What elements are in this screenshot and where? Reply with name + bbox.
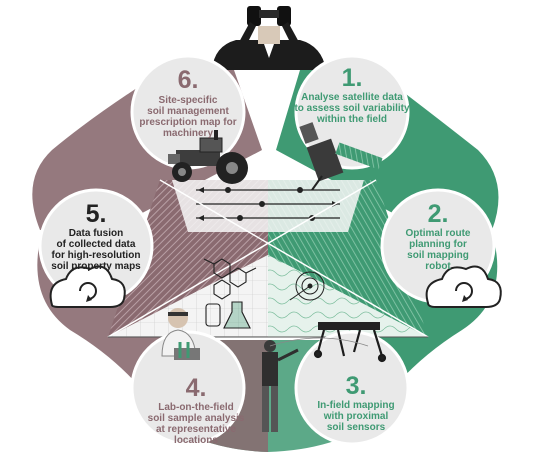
map-quadrant-bottom-left [108,255,268,337]
step-circle-4 [130,330,246,446]
observer-binoculars-icon [212,6,326,70]
step-text-3: 3. In-field mapping with proximal soil s… [317,372,394,433]
step-2-line-1: Optimal route [405,228,470,239]
step-2-number: 2. [428,200,449,228]
step-5-number: 5. [86,200,107,228]
step-3-line-1: In-field mapping [317,400,394,411]
satellite-icon [299,122,383,191]
step-1-line-1: Analyse satellite data [301,92,403,103]
step-5-line-1: Data fusion [69,228,123,239]
step-text-5: 5. Data fusion of collected data for hig… [51,200,141,272]
molecule-flask-icon [203,258,257,329]
step-6-line-1: Site-specific [159,95,218,106]
step-3-number: 3. [346,372,367,400]
step-6-number: 6. [178,66,199,94]
step-1-number: 1. [342,64,363,92]
step-1-line-2: to assess soil variability [294,103,409,114]
step-text-1: 1. Analyse satellite data to assess soil… [294,64,409,125]
step-circle-1 [294,54,410,170]
soil-sensor-robot-icon [313,322,387,363]
step-2-line-2: planning for [409,239,467,250]
step-6-line-2: soil management [147,106,229,117]
step-4-line-1: Lab-on-the-field [158,402,234,413]
step-text-2: 2. Optimal route planning for soil mappi… [405,200,470,272]
step-4-line-4: locations [174,435,218,446]
cloud-sync-icon-step-2 [425,265,502,308]
step-3-line-3: soil sensors [327,422,386,433]
step-5-line-2: of collected data [57,239,136,250]
step-4-number: 4. [186,374,207,402]
step-1-line-3: within the field [316,114,387,125]
field-worker-icon [262,337,369,432]
central-field-map [107,179,429,338]
map-quadrant-bottom-right [268,255,428,337]
step-4-line-3: at representative [156,424,236,435]
route-arrows [196,187,340,221]
step-2-line-3: soil mapping [407,250,469,261]
step-4-line-2: soil sample analysis [148,413,245,424]
map-top-band [172,180,364,232]
sensor-target [289,271,325,301]
step-6-line-4: machinery [163,128,213,139]
step-5-line-4: soil property maps [51,261,141,272]
tractor-icon [168,130,248,184]
step-2-line-4: robot [425,261,451,272]
lab-scientist-icon [161,308,200,360]
step-6-line-3: prescription map for [139,117,236,128]
step-text-6: 6. Site-specific soil management prescri… [139,66,236,139]
cloud-sync-icon-step-5 [49,265,126,308]
step-5-line-3: for high-resolution [52,250,141,261]
step-3-line-2: with proximal [323,411,389,422]
step-text-4: 4. Lab-on-the-field soil sample analysis… [148,374,245,446]
